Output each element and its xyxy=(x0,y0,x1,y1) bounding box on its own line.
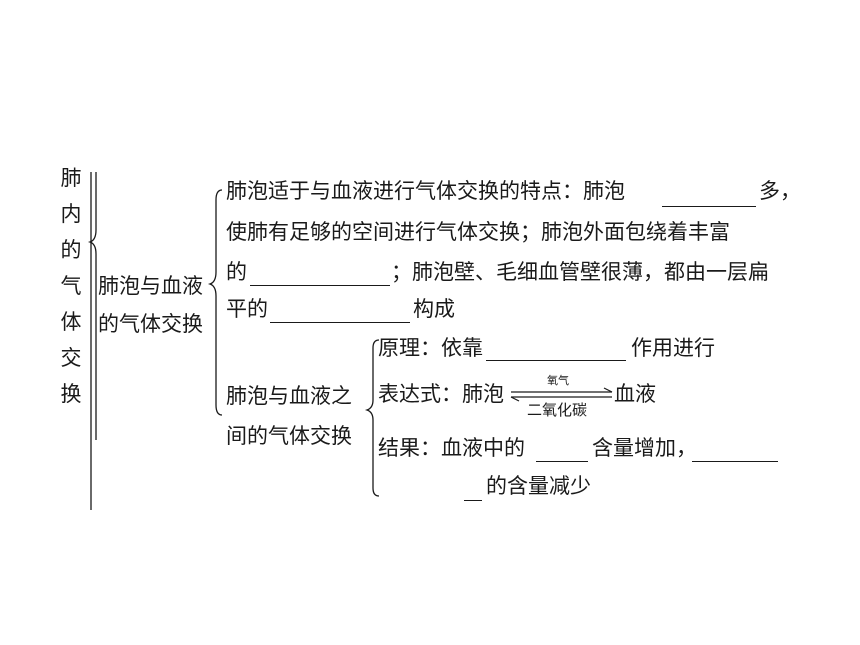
section1-title-line2: 的气体交换 xyxy=(98,312,203,336)
features-line4-start: 平的 xyxy=(226,297,268,321)
expression-top-label: 氧气 xyxy=(547,374,569,387)
result-mid: 含量增加， xyxy=(592,436,697,460)
features-line1-end: 多， xyxy=(759,179,801,203)
answer-blank[interactable] xyxy=(270,322,410,323)
principle-suffix: 作用进行 xyxy=(631,336,715,360)
result-label: 结果：血液中的 xyxy=(378,436,525,460)
features-line4-end: 构成 xyxy=(413,297,455,321)
expression-bottom-label: 二氧化碳 xyxy=(527,401,588,419)
main-title-char: 换 xyxy=(60,382,82,406)
features-line3-end: ；肺泡壁、毛细血管壁很薄，都由一层扁 xyxy=(391,260,769,284)
features-line1: 肺泡适于与血液进行气体交换的特点：肺泡 xyxy=(226,179,625,203)
answer-blank[interactable] xyxy=(486,360,626,361)
main-title-char: 气 xyxy=(60,274,82,298)
main-title-char: 的 xyxy=(60,238,82,262)
answer-blank[interactable] xyxy=(250,285,390,286)
answer-blank[interactable] xyxy=(662,206,756,207)
main-title-vertical: 肺 内 的 气 体 交 换 xyxy=(58,160,84,412)
features-line3-start: 的 xyxy=(226,260,247,284)
main-title-char: 交 xyxy=(60,346,82,370)
principle-label: 原理：依靠 xyxy=(378,336,483,360)
section1-title-line1: 肺泡与血液 xyxy=(98,274,203,298)
section2-title-line2: 间的气体交换 xyxy=(226,424,352,448)
answer-blank[interactable] xyxy=(536,461,588,462)
main-title-char: 体 xyxy=(60,310,82,334)
answer-blank[interactable] xyxy=(464,500,482,501)
expression-label: 表达式：肺泡 xyxy=(378,382,504,406)
section2-title-line1: 肺泡与血液之 xyxy=(226,384,352,408)
main-title-char: 内 xyxy=(60,202,82,226)
main-title-char: 肺 xyxy=(60,166,82,190)
features-line2: 使肺有足够的空间进行气体交换；肺泡外面包绕着丰富 xyxy=(226,220,730,244)
answer-blank[interactable] xyxy=(692,461,778,462)
result-end: 的含量减少 xyxy=(486,474,591,498)
expression-right: 血液 xyxy=(614,382,656,406)
